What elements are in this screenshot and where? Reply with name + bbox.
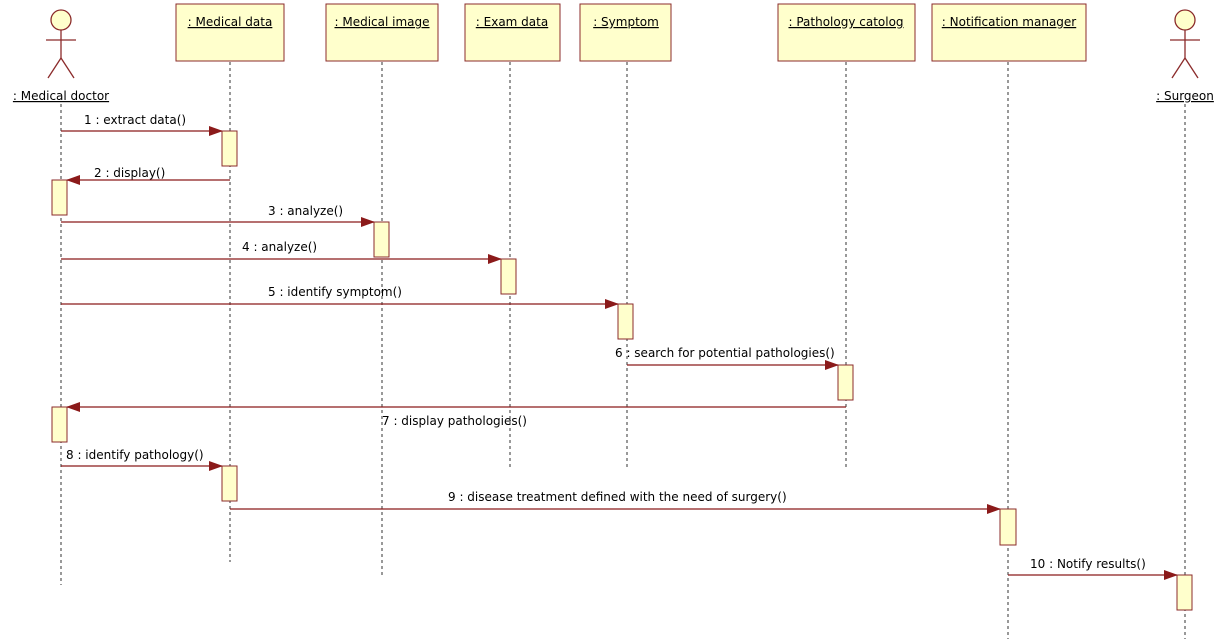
- message-label-3: 3 : analyze(): [268, 204, 343, 218]
- message-label-6: 6 : search for potential pathologies(): [615, 346, 835, 360]
- activation-bar: [51, 406, 68, 443]
- message-label-9: 9 : disease treatment defined with the n…: [448, 490, 787, 504]
- object-notification-manager: : Notification manager: [931, 3, 1087, 62]
- message-label-10: 10 : Notify results(): [1030, 557, 1146, 571]
- activation-bar: [999, 508, 1017, 546]
- object-label: : Notification manager: [942, 15, 1077, 29]
- activation-bar: [373, 221, 390, 258]
- object-pathology-catalog: : Pathology catolog: [777, 3, 916, 62]
- object-label: : Symptom: [593, 15, 659, 29]
- object-exam-data: : Exam data: [464, 3, 561, 62]
- activation-bar: [1176, 574, 1193, 611]
- activation-bar: [617, 303, 634, 340]
- activation-bar: [51, 179, 68, 216]
- message-label-7: 7 : display pathologies(): [382, 414, 527, 428]
- object-label: : Medical data: [188, 15, 273, 29]
- actor-label-medical-doctor: : Medical doctor: [13, 89, 109, 103]
- message-label-4: 4 : analyze(): [242, 240, 317, 254]
- activation-bar: [500, 258, 517, 295]
- activation-bars: [51, 130, 1193, 611]
- object-label: : Exam data: [476, 15, 548, 29]
- message-label-2: 2 : display(): [94, 166, 165, 180]
- actor-surgeon: [1170, 9, 1200, 79]
- activation-bar: [221, 130, 238, 167]
- message-label-5: 5 : identify symptom(): [268, 285, 402, 299]
- message-label-8: 8 : identify pathology(): [66, 448, 204, 462]
- actor-label-surgeon: : Surgeon: [1156, 89, 1214, 103]
- object-symptom: : Symptom: [579, 3, 672, 62]
- activation-bar: [221, 465, 238, 502]
- object-medical-image: : Medical image: [325, 3, 439, 62]
- activation-bar: [837, 364, 854, 401]
- object-medical-data: : Medical data: [175, 3, 285, 62]
- object-label: : Medical image: [334, 15, 429, 29]
- actor-medical-doctor: [46, 9, 76, 79]
- message-label-1: 1 : extract data(): [84, 113, 186, 127]
- object-label: : Pathology catolog: [788, 15, 903, 29]
